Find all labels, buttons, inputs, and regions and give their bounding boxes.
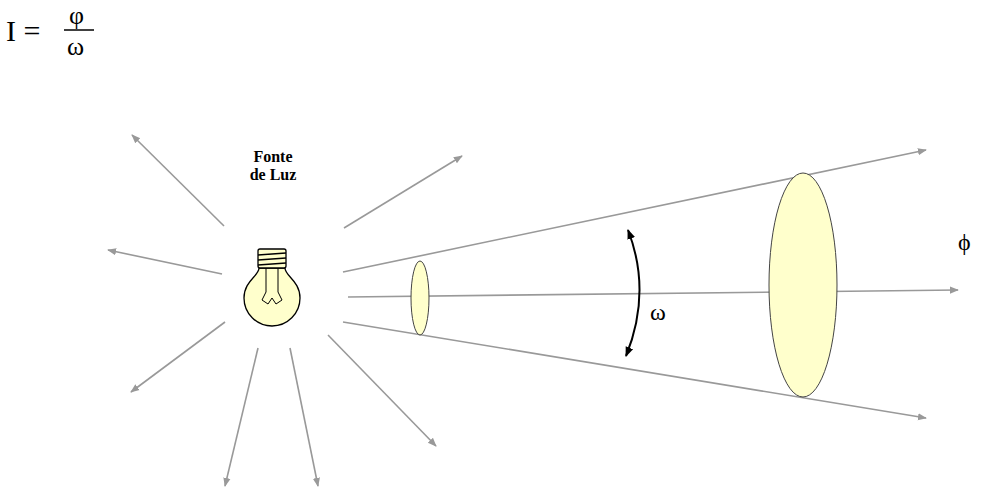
cone-section (769, 173, 837, 397)
light-rays (108, 135, 958, 486)
formula-lhs: I = (6, 16, 40, 46)
cone-section (411, 261, 429, 335)
flux-label: ϕ (958, 230, 971, 254)
fraction-bar (64, 29, 94, 31)
source-label: Fonte de Luz (246, 148, 300, 183)
formula-numerator: φ (69, 3, 84, 29)
angle-arrow (626, 230, 640, 356)
angle-label: ω (650, 300, 666, 324)
formula-denominator: ω (67, 34, 84, 60)
light-bulb (244, 249, 300, 326)
